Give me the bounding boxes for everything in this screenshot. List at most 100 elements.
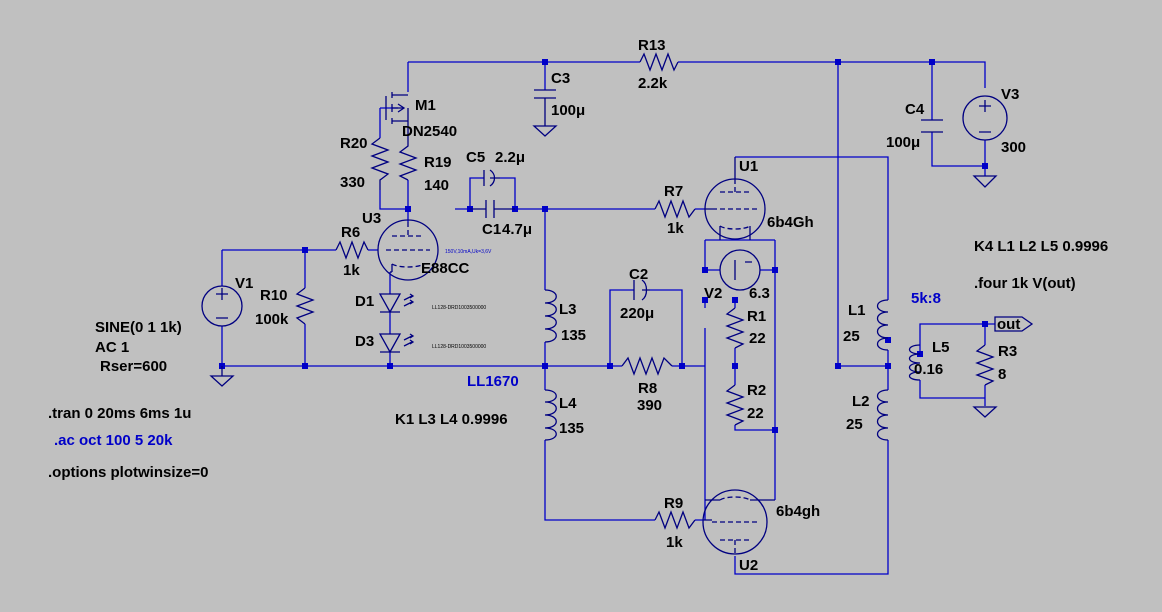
u1-name: U1 <box>739 158 758 175</box>
c1-name: C1 <box>482 221 501 238</box>
u3-note: 150V,10mA,Uk=3,6V <box>445 249 492 255</box>
inductor-l2-symbol <box>876 389 889 441</box>
capacitor-c3-symbol <box>534 89 556 118</box>
resistor-r9-symbol <box>654 510 696 530</box>
spice-directives: K4 L1 L2 L5 0.9996 .four 1k V(out) K1 L3… <box>48 238 1108 481</box>
l2-value: 25 <box>846 416 863 433</box>
ll1670-label: LL1670 <box>467 373 519 390</box>
u3-value: E88CC <box>421 260 470 277</box>
resistor-r3-symbol <box>975 344 995 386</box>
out-port-symbol <box>994 316 1034 332</box>
v1-value: SINE(0 1 1k) <box>95 319 182 336</box>
l1-value: 25 <box>843 328 860 345</box>
inductor-l4-symbol <box>544 389 557 441</box>
capacitor-c5-symbol <box>483 169 500 187</box>
r10-name: R10 <box>260 287 288 304</box>
l5-name: L5 <box>932 339 950 356</box>
l3-name: L3 <box>559 301 577 318</box>
c4-name: C4 <box>905 101 925 118</box>
capacitor-c1-symbol <box>470 200 515 218</box>
component-labels: M1 DN2540 R13 2.2k C3 100μ C4 100μ V3 30… <box>95 37 1026 574</box>
triode-u3-symbol <box>377 219 439 281</box>
l2-name: L2 <box>852 393 870 410</box>
u1-value: 6b4Gh <box>767 214 814 231</box>
resistor-r6-symbol <box>335 240 369 260</box>
r20-value: 330 <box>340 174 365 191</box>
options-directive: .options plotwinsize=0 <box>48 464 208 481</box>
c2-name: C2 <box>629 266 648 283</box>
c1-value: 4.7μ <box>502 221 532 238</box>
led-d3-symbol <box>378 333 415 354</box>
coupling-in-directive: K1 L3 L4 0.9996 <box>395 411 508 428</box>
ratio-label: 5k:8 <box>911 290 941 307</box>
d1-name: D1 <box>355 293 374 310</box>
capacitor-c4-symbol <box>921 119 943 133</box>
r2-name: R2 <box>747 382 766 399</box>
mosfet-m1-symbol <box>385 92 409 140</box>
v3-value: 300 <box>1001 139 1026 156</box>
l3-value: 135 <box>561 327 586 344</box>
resistor-r2-symbol <box>725 384 745 426</box>
c3-name: C3 <box>551 70 570 87</box>
r3-name: R3 <box>998 343 1017 360</box>
resistor-r19-symbol <box>398 140 418 181</box>
r3-value: 8 <box>998 366 1006 383</box>
junctions <box>219 59 988 433</box>
r6-value: 1k <box>343 262 360 279</box>
c5-name: C5 <box>466 149 485 166</box>
l4-value: 135 <box>559 420 584 437</box>
capacitor-c2-symbol <box>633 279 650 301</box>
d1-model: LL128-DRD1003500000 <box>432 305 486 311</box>
resistor-r7-symbol <box>654 199 696 219</box>
r19-name: R19 <box>424 154 452 171</box>
voltage-source-v2-symbol <box>719 249 761 291</box>
l5-value: 0.16 <box>914 361 943 378</box>
out-port-label: out <box>997 316 1020 333</box>
r10-value: 100k <box>255 311 289 328</box>
resistor-r10-symbol <box>295 287 315 325</box>
coupling-out-directive: K4 L1 L2 L5 0.9996 <box>974 238 1108 255</box>
u3-name: U3 <box>362 210 381 227</box>
l1-name: L1 <box>848 302 866 319</box>
r1-name: R1 <box>747 308 766 325</box>
ground-symbols <box>209 118 998 418</box>
d3-name: D3 <box>355 333 374 350</box>
resistor-r20-symbol <box>370 137 390 190</box>
tran-directive: .tran 0 20ms 6ms 1u <box>48 405 191 422</box>
v1-rser: Rser=600 <box>100 358 167 375</box>
c3-value: 100μ <box>551 102 585 119</box>
ground-icon <box>972 175 998 188</box>
m1-value: DN2540 <box>402 123 457 140</box>
ground-icon <box>972 406 998 418</box>
inductor-l1-symbol <box>876 299 889 351</box>
c5-value: 2.2μ <box>495 149 525 166</box>
r13-name: R13 <box>638 37 666 54</box>
v3-name: V3 <box>1001 86 1019 103</box>
v2-name: V2 <box>704 285 722 302</box>
ac-directive: .ac oct 100 5 20k <box>54 432 173 449</box>
inductor-l3-symbol <box>544 289 557 343</box>
resistor-r1-symbol <box>725 307 745 349</box>
resistor-r8-symbol <box>621 356 673 376</box>
r1-value: 22 <box>749 330 766 347</box>
c4-value: 100μ <box>886 134 920 151</box>
r7-name: R7 <box>664 183 683 200</box>
voltage-source-v1-symbol <box>201 285 243 327</box>
r8-name: R8 <box>638 380 657 397</box>
u2-value: 6b4gh <box>776 503 820 520</box>
v1-ac: AC 1 <box>95 339 129 356</box>
r7-value: 1k <box>667 220 684 237</box>
wires <box>221 61 995 575</box>
v1-name: V1 <box>235 275 253 292</box>
c2-value: 220μ <box>620 305 654 322</box>
inductor-l5-symbol <box>908 344 921 381</box>
l4-name: L4 <box>559 395 577 412</box>
resistor-r13-symbol <box>639 52 679 72</box>
r13-value: 2.2k <box>638 75 668 92</box>
ground-icon <box>532 118 558 137</box>
d3-model: LL128-DRD1003500000 <box>432 344 486 350</box>
r19-value: 140 <box>424 177 449 194</box>
r6-name: R6 <box>341 224 360 241</box>
triode-u1-symbol <box>704 157 766 240</box>
